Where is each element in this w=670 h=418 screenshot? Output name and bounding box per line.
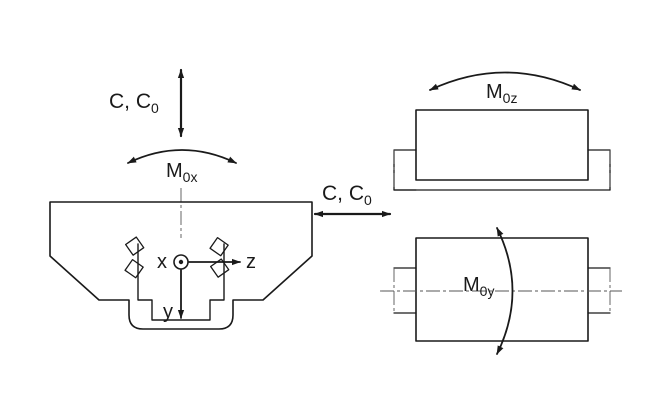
- moment-y-label-sub: 0y: [480, 283, 495, 299]
- roller-element-bottom-left: [124, 258, 144, 279]
- axis-x-label: x: [157, 251, 167, 273]
- side-view-rail-left: [393, 267, 417, 314]
- side-view-rail-right: [587, 267, 611, 314]
- roller-element-top-right: [209, 236, 229, 257]
- top-view-carriage: [415, 109, 589, 181]
- axis-z-label: z: [246, 251, 256, 273]
- origin-circle: [173, 254, 189, 270]
- top-view-rail-right: [587, 149, 611, 191]
- moment-z-label-sub: 0z: [503, 90, 518, 106]
- vertical-load-label-main: C, C: [109, 90, 151, 113]
- horizontal-load-label: C, C0: [322, 182, 372, 208]
- moment-y-label: M0y: [463, 274, 494, 299]
- moment-z-label: M0z: [486, 81, 517, 106]
- horizontal-load-label-sub: 0: [364, 192, 372, 208]
- side-view-carriage: [415, 237, 589, 342]
- horizontal-load-label-main: C, C: [322, 182, 364, 205]
- origin-dot: [178, 259, 184, 265]
- moment-y-arrow: [496, 227, 514, 355]
- moment-x-label-sub: 0x: [183, 169, 198, 185]
- moment-z-label-main: M: [486, 81, 503, 103]
- vertical-load-label: C, C0: [109, 90, 159, 116]
- carriage-outline: [49, 201, 313, 330]
- rail-cutout: [137, 243, 225, 321]
- moment-x-label: M0x: [166, 160, 197, 185]
- roller-element-top-left: [124, 236, 145, 256]
- moment-x-label-main: M: [166, 160, 183, 182]
- moment-x-arrow: [127, 149, 237, 164]
- moment-z-arrow: [429, 71, 581, 91]
- moment-y-label-main: M: [463, 274, 480, 296]
- axis-y-label: y: [163, 301, 173, 323]
- top-view-rail-left: [393, 149, 417, 191]
- vertical-load-label-sub: 0: [151, 100, 159, 116]
